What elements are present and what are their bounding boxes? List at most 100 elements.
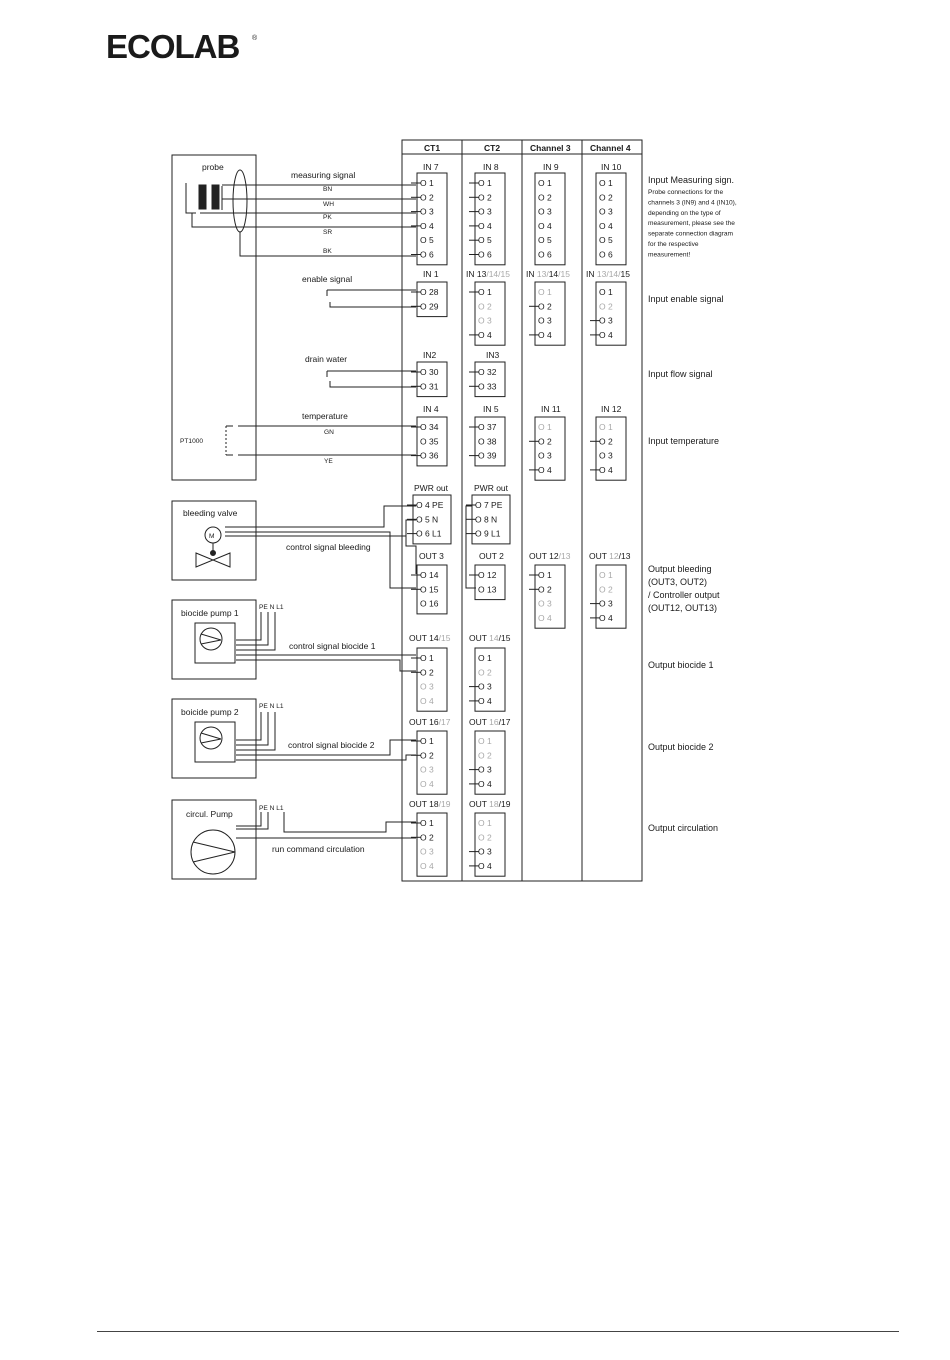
terminal-block-in5: IN 5O 37O 38O 39 [469, 404, 506, 467]
terminal-block-out18b: OUT 18/19O 1O 2O 3O 4 [469, 799, 511, 877]
terminal-block-in8: IN 8O 1O 2O 3O 4O 5O 6 [469, 162, 506, 266]
output-bleeding-line-1: Output bleeding [648, 564, 712, 574]
out13-pin-3: O 3 [599, 599, 613, 609]
in12-pin-2: O 2 [599, 436, 613, 446]
out13-title: OUT 12/13 [589, 551, 631, 561]
in10-pin-2: O 2 [599, 192, 613, 202]
in10-pin-3: O 3 [599, 207, 613, 217]
probe-label: probe [202, 162, 224, 172]
pwr2-pin-1: O 7 PE [475, 500, 503, 510]
in8-title: IN 8 [483, 162, 499, 172]
in13-pin-3: O 3 [478, 316, 492, 326]
measuring-signal-label: measuring signal [291, 170, 355, 180]
in10-pin-5: O 5 [599, 235, 613, 245]
pe-n-l1-label-2: PE N L1 [259, 703, 284, 710]
in11-title: IN 11 [541, 404, 561, 414]
in13-title: IN 13/14/15 [466, 269, 510, 279]
output-biocide-1-label: Output biocide 1 [648, 660, 714, 670]
out12-pin-3: O 3 [538, 599, 552, 609]
input-measuring-label: Input Measuring sign. [648, 175, 734, 185]
in11-pin-1: O 1 [538, 422, 552, 432]
terminal-blocks: IN 7 O 1 O 2 O 3 O 4 O 5 O 6 IN 8 O 1 O 2 O 3 O 4 O … [407, 162, 631, 877]
out16b-pin-4: O 4 [478, 779, 492, 789]
biocide-pump-2-label: boicide pump 2 [181, 707, 239, 717]
in1-pin-1: O 28 [420, 287, 439, 297]
in13-pin-2: O 2 [478, 301, 492, 311]
biocide-pump-1-label: biocide pump 1 [181, 608, 239, 618]
column-ct1: CT1 [424, 143, 440, 153]
pwr2-title: PWR out [474, 483, 509, 493]
out3-title: OUT 3 [419, 551, 444, 561]
in8-pin-5: O 5 [478, 235, 492, 245]
in13-pin-4: O 4 [478, 330, 492, 340]
output-bleeding-line-4: (OUT12, OUT13) [648, 603, 717, 613]
ecolab-logo: ECOLAB ® [106, 30, 258, 62]
in10-pin-6: O 6 [599, 250, 613, 260]
out14b-pin-1: O 1 [478, 653, 492, 663]
terminal-block-out16a: OUT 16/17O 1O 2O 3O 4 [409, 717, 451, 795]
in12-pin-3: O 3 [599, 451, 613, 461]
terminal-block-in13: IN 13/14/15O 1O 2O 3O 4 [466, 269, 510, 346]
input-enable-label: Input enable signal [648, 294, 724, 304]
in1-pin-2: O 29 [420, 301, 439, 311]
ch4_en-title: IN 13/14/15 [586, 269, 630, 279]
pe-n-l1-label-1: PE N L1 [259, 604, 284, 611]
output-circulation-label: Output circulation [648, 823, 718, 833]
output-biocide-2-label: Output biocide 2 [648, 742, 714, 752]
in9-pin-3: O 3 [538, 207, 552, 217]
terminal-block-ch4_en: IN 13/14/15O 1O 2O 3O 4 [586, 269, 630, 346]
out18a-pin-1: O 1 [420, 818, 434, 828]
in8-pin-1: O 1 [478, 178, 492, 188]
out14b-pin-3: O 3 [478, 682, 492, 692]
ch3_en-pin-3: O 3 [538, 316, 552, 326]
in11-pin-4: O 4 [538, 465, 552, 475]
ch4_en-pin-4: O 4 [599, 330, 613, 340]
ecolab-logo-text: ECOLAB [106, 30, 240, 62]
out14b-pin-2: O 2 [478, 667, 492, 677]
terminal-block-in12: IN 12O 1O 2O 3O 4 [590, 404, 627, 481]
column-ct2: CT2 [484, 143, 500, 153]
input-measuring-note-line: measurement, please see the [648, 220, 735, 227]
in10-pin-4: O 4 [599, 221, 613, 231]
run-command-circulation-label: run command circulation [272, 844, 365, 854]
ch4_en-pin-2: O 2 [599, 301, 613, 311]
in11-pin-2: O 2 [538, 436, 552, 446]
wire-pk: PK [323, 214, 332, 221]
pwr1-pin-2: O 5 N [416, 514, 438, 524]
input-measuring-note-line: for the respective [648, 241, 699, 248]
in7-title: IN 7 [423, 162, 439, 172]
terminal-block-out13: OUT 12/13O 1O 2O 3O 4 [589, 551, 631, 629]
out14a-pin-2: O 2 [420, 667, 434, 677]
out2-pin-1: O 12 [478, 570, 497, 580]
in12-title: IN 12 [601, 404, 622, 414]
out18b-pin-1: O 1 [478, 818, 492, 828]
output-bleeding-line-3: / Controller output [648, 590, 720, 600]
pwr1-title: PWR out [414, 483, 449, 493]
in5-pin-3: O 39 [478, 451, 497, 461]
in4-title: IN 4 [423, 404, 439, 414]
in8-pin-4: O 4 [478, 221, 492, 231]
in9-pin-4: O 4 [538, 221, 552, 231]
out14b-pin-4: O 4 [478, 696, 492, 706]
in4-pin-1: O 34 [420, 422, 439, 432]
circul-pump-box [171, 799, 257, 880]
in7-pin-2: O 2 [420, 192, 434, 202]
control-signal-biocide-2-label: control signal biocide 2 [288, 740, 375, 750]
out18a-pin-2: O 2 [420, 832, 434, 842]
in3-title: IN3 [486, 350, 500, 360]
out18b-pin-2: O 2 [478, 832, 492, 842]
out12-pin-2: O 2 [538, 584, 552, 594]
out18b-title: OUT 18/19 [469, 799, 511, 809]
out16b-pin-3: O 3 [478, 765, 492, 775]
in7-pin-5: O 5 [420, 235, 434, 245]
in7-pin-3: O 3 [420, 207, 434, 217]
in1-title: IN 1 [423, 269, 439, 279]
out18b-pin-3: O 3 [478, 847, 492, 857]
out16b-pin-2: O 2 [478, 750, 492, 760]
in4-pin-2: O 35 [420, 436, 439, 446]
in3-pin-1: O 32 [478, 367, 497, 377]
out3-pin-1: O 14 [420, 570, 439, 580]
terminal-block-out2: OUT 2O 12O 13 [469, 551, 506, 601]
